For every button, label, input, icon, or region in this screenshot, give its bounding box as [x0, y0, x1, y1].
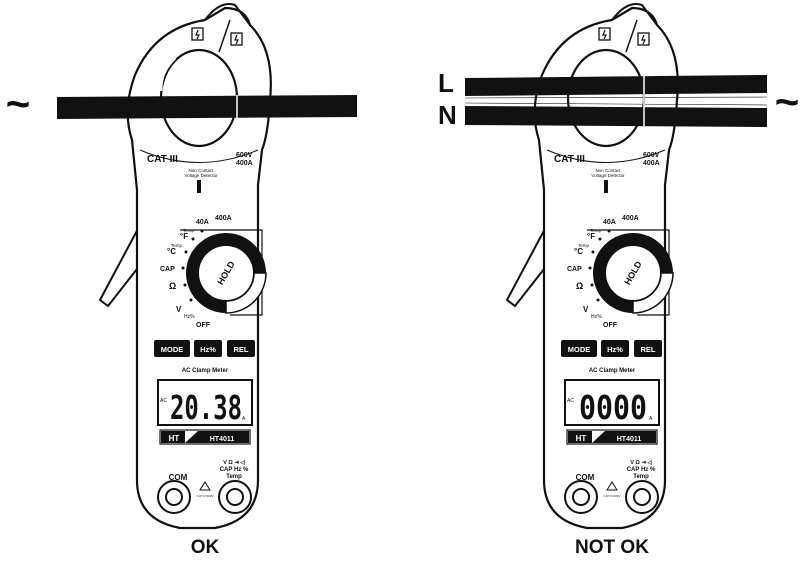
brand-logo: HT: [169, 434, 180, 443]
cable-n: [465, 106, 767, 127]
rating-volts: 600V: [643, 152, 660, 159]
warning-text: CAT III 600V: [197, 494, 214, 498]
dial-f: °F: [180, 232, 188, 241]
terminal-com: COM: [169, 473, 188, 482]
cat-label: CAT III: [554, 154, 585, 165]
caption-ok: OK: [190, 537, 220, 558]
dial-40a: 40A: [603, 219, 616, 226]
dial-400a: 400A: [215, 215, 232, 222]
rating-amps: 400A: [643, 160, 660, 167]
dial-cap: CAP: [567, 266, 582, 273]
lcd-unit: A: [649, 416, 653, 422]
rel-button: REL: [641, 345, 656, 354]
dial-off: OFF: [603, 322, 618, 329]
dial-f: °F: [587, 232, 595, 241]
display-title: AC Clamp Meter: [182, 368, 229, 374]
dial-hz: Hz%: [591, 314, 602, 320]
dial-400a: 400A: [622, 215, 639, 222]
lcd-unit: A: [242, 416, 246, 422]
lcd-mode: AC: [567, 398, 574, 404]
cable-single: [57, 95, 357, 119]
mode-button: MODE: [568, 345, 591, 354]
caption-not-ok: NOT OK: [575, 537, 649, 558]
dial-volt: V: [583, 305, 589, 314]
warning-text: CAT III 600V: [604, 494, 621, 498]
dial-ohm: Ω: [169, 281, 176, 291]
dial-temp-1: Temp: [590, 228, 602, 233]
hz-button: Hz%: [607, 345, 623, 354]
lcd-mode: AC: [160, 398, 167, 404]
model-label: HT4011: [210, 436, 235, 443]
dial-hz: Hz%: [184, 314, 195, 320]
ncv-label-2: Voltage Detector: [184, 173, 218, 178]
dial-volt: V: [176, 305, 182, 314]
terminal-v-3: Temp: [226, 474, 242, 480]
ac-symbol-right: ~: [775, 78, 800, 125]
mode-button: MODE: [161, 345, 184, 354]
ncv-label-1: Non Contact: [188, 168, 214, 173]
brand-logo: HT: [576, 434, 587, 443]
terminal-v-1: V Ω ⇥ ◁: [223, 459, 245, 466]
wire-label-l: L: [438, 68, 454, 98]
dial-cap: CAP: [160, 266, 175, 273]
ncv-label-2: Voltage Detector: [591, 173, 625, 178]
dial-ohm: Ω: [576, 281, 583, 291]
ac-symbol-left: ~: [6, 80, 31, 127]
cable-l: [465, 75, 767, 96]
dial-40a: 40A: [196, 219, 209, 226]
rel-button: REL: [234, 345, 249, 354]
display-title: AC Clamp Meter: [589, 368, 636, 374]
terminal-com: COM: [576, 473, 595, 482]
dial-temp-2: Temp: [171, 243, 183, 248]
lcd-value-left: 20.38: [170, 388, 242, 427]
clamp-meter-left: [98, 2, 272, 530]
dial-c: °C: [167, 247, 176, 256]
dial-off: OFF: [196, 322, 211, 329]
terminal-v-3: Temp: [633, 474, 649, 480]
terminal-v-1: V Ω ⇥ ◁: [630, 459, 652, 466]
terminal-v-2: CAP Hz %: [627, 467, 656, 473]
hz-button: Hz%: [200, 345, 216, 354]
model-label: HT4011: [617, 436, 642, 443]
ncv-label-1: Non Contact: [595, 168, 621, 173]
cat-label: CAT III: [147, 154, 178, 165]
rating-volts: 600V: [236, 152, 253, 159]
dial-c: °C: [574, 247, 583, 256]
rating-amps: 400A: [236, 160, 253, 167]
left-scene: ~ CAT III 600V 400A Non Contact Voltage …: [6, 2, 357, 530]
terminal-v-2: CAP Hz %: [220, 467, 249, 473]
dial-temp-1: Temp: [183, 228, 195, 233]
dial-temp-2: Temp: [578, 243, 590, 248]
right-scene: ~ CAT III 600V 400A Non Contact Voltage …: [464, 2, 800, 530]
wire-label-n: N: [438, 100, 457, 130]
lcd-value-right: 0000: [579, 388, 647, 427]
